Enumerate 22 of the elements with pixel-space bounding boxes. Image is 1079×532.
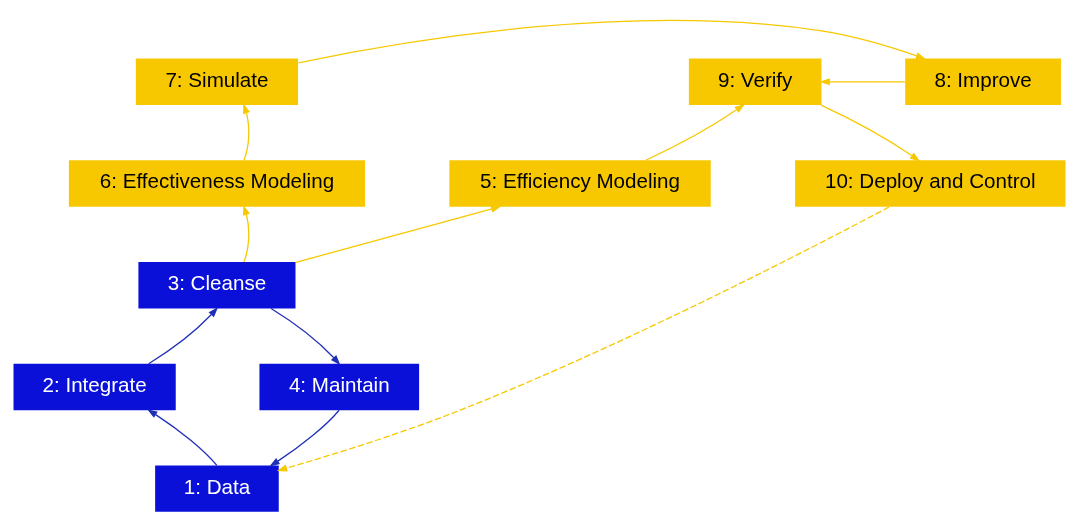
node-box: 9: Verify — [688, 58, 822, 105]
arrow — [147, 409, 218, 467]
node-box: 3: Cleanse — [138, 262, 296, 309]
node-box: 4: Maintain — [259, 363, 420, 411]
node-box: 8: Improve — [905, 58, 1061, 105]
node-box: 1: Data — [155, 465, 279, 512]
node-box: 2: Integrate — [13, 363, 176, 411]
arrow — [645, 103, 745, 161]
arrow — [276, 206, 890, 472]
arrow — [243, 204, 250, 263]
node-box: 5: Efficiency Modeling — [449, 160, 711, 207]
node-box: 7: Simulate — [135, 58, 299, 105]
arrow — [820, 104, 921, 162]
node-box: 10: Deploy and Control — [795, 160, 1066, 207]
arrow — [297, 19, 927, 64]
arrow — [270, 307, 341, 366]
node-box: 6: Effectiveness Modeling — [68, 160, 365, 207]
arrow — [819, 78, 906, 86]
arrow — [295, 205, 502, 263]
arrow — [148, 307, 219, 365]
arrow — [269, 409, 340, 467]
arrow — [243, 103, 250, 161]
